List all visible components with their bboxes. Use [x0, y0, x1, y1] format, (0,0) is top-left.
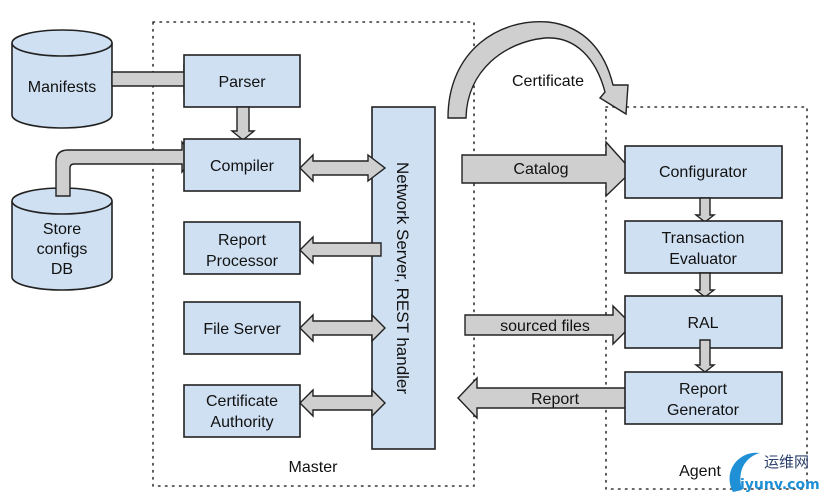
catalog-label: Catalog: [513, 161, 568, 178]
certificate-authority-network-arrow: [299, 388, 386, 418]
report-arrow: [457, 376, 640, 420]
configurator-label: Configurator: [659, 164, 748, 181]
configurator-to-evaluator-arrow: [693, 197, 717, 223]
certificate-label: Certificate: [512, 73, 584, 90]
store-configs-label-line3: DB: [51, 261, 73, 278]
agent-region: [605, 106, 808, 490]
watermark-logo: 运维网 iyunv.com: [729, 452, 820, 493]
compiler-label: Compiler: [210, 158, 275, 175]
compiler-box[interactable]: Compiler: [183, 138, 301, 192]
transaction-evaluator-label-line1: Transaction: [662, 230, 745, 247]
report-flow-label: Report: [531, 391, 580, 408]
certificate-curved-arrow: [447, 20, 629, 119]
watermark-cn-text: 运维网: [764, 453, 809, 471]
parser-label: Parser: [218, 74, 266, 91]
network-server-label: Network Server, REST handler: [393, 162, 412, 394]
watermark-swoosh-icon: [729, 452, 760, 492]
report-generator-label-line1: Report: [679, 381, 728, 398]
master-region: [152, 21, 475, 487]
report-processor-label-line1: Report: [218, 232, 267, 249]
manifests-database[interactable]: Manifests: [11, 29, 113, 129]
configurator-box[interactable]: Configurator: [624, 145, 783, 199]
file-server-network-arrow: [299, 313, 386, 343]
report-generator-label-line2: Generator: [667, 402, 740, 419]
manifests-label: Manifests: [28, 79, 96, 96]
ral-label: RAL: [687, 315, 718, 332]
network-server-box[interactable]: Network Server, REST handler: [371, 106, 436, 450]
report-generator-box[interactable]: Report Generator: [624, 371, 783, 425]
file-server-label: File Server: [203, 321, 281, 338]
certificate-authority-label-line2: Authority: [210, 414, 273, 431]
catalog-arrow: [461, 140, 633, 198]
sourced-files-arrow: [464, 304, 633, 346]
file-server-box[interactable]: File Server: [183, 301, 301, 355]
report-processor-box[interactable]: Report Processor: [183, 221, 301, 275]
report-processor-label-line2: Processor: [206, 253, 279, 270]
ral-to-report-generator-arrow: [693, 339, 717, 373]
master-region-label: Master: [289, 459, 339, 476]
agent-region-label: Agent: [679, 463, 721, 480]
sourced-files-label: sourced files: [500, 318, 590, 335]
store-configs-database[interactable]: Store configs DB: [11, 187, 113, 291]
evaluator-to-ral-arrow: [693, 272, 717, 298]
transaction-evaluator-box[interactable]: Transaction Evaluator: [624, 220, 783, 274]
store-configs-label-line2: configs: [37, 241, 88, 258]
network-to-report-processor-arrow: [299, 235, 382, 265]
certificate-authority-label-line1: Certificate: [206, 393, 278, 410]
parser-box[interactable]: Parser: [183, 54, 301, 108]
store-configs-label-line1: Store: [43, 221, 81, 238]
compiler-network-arrow: [299, 153, 387, 183]
parser-to-compiler-arrow: [230, 106, 256, 141]
transaction-evaluator-label-line2: Evaluator: [669, 251, 737, 268]
certificate-authority-box[interactable]: Certificate Authority: [183, 384, 301, 438]
watermark-domain-text: iyunv.com: [740, 477, 820, 493]
